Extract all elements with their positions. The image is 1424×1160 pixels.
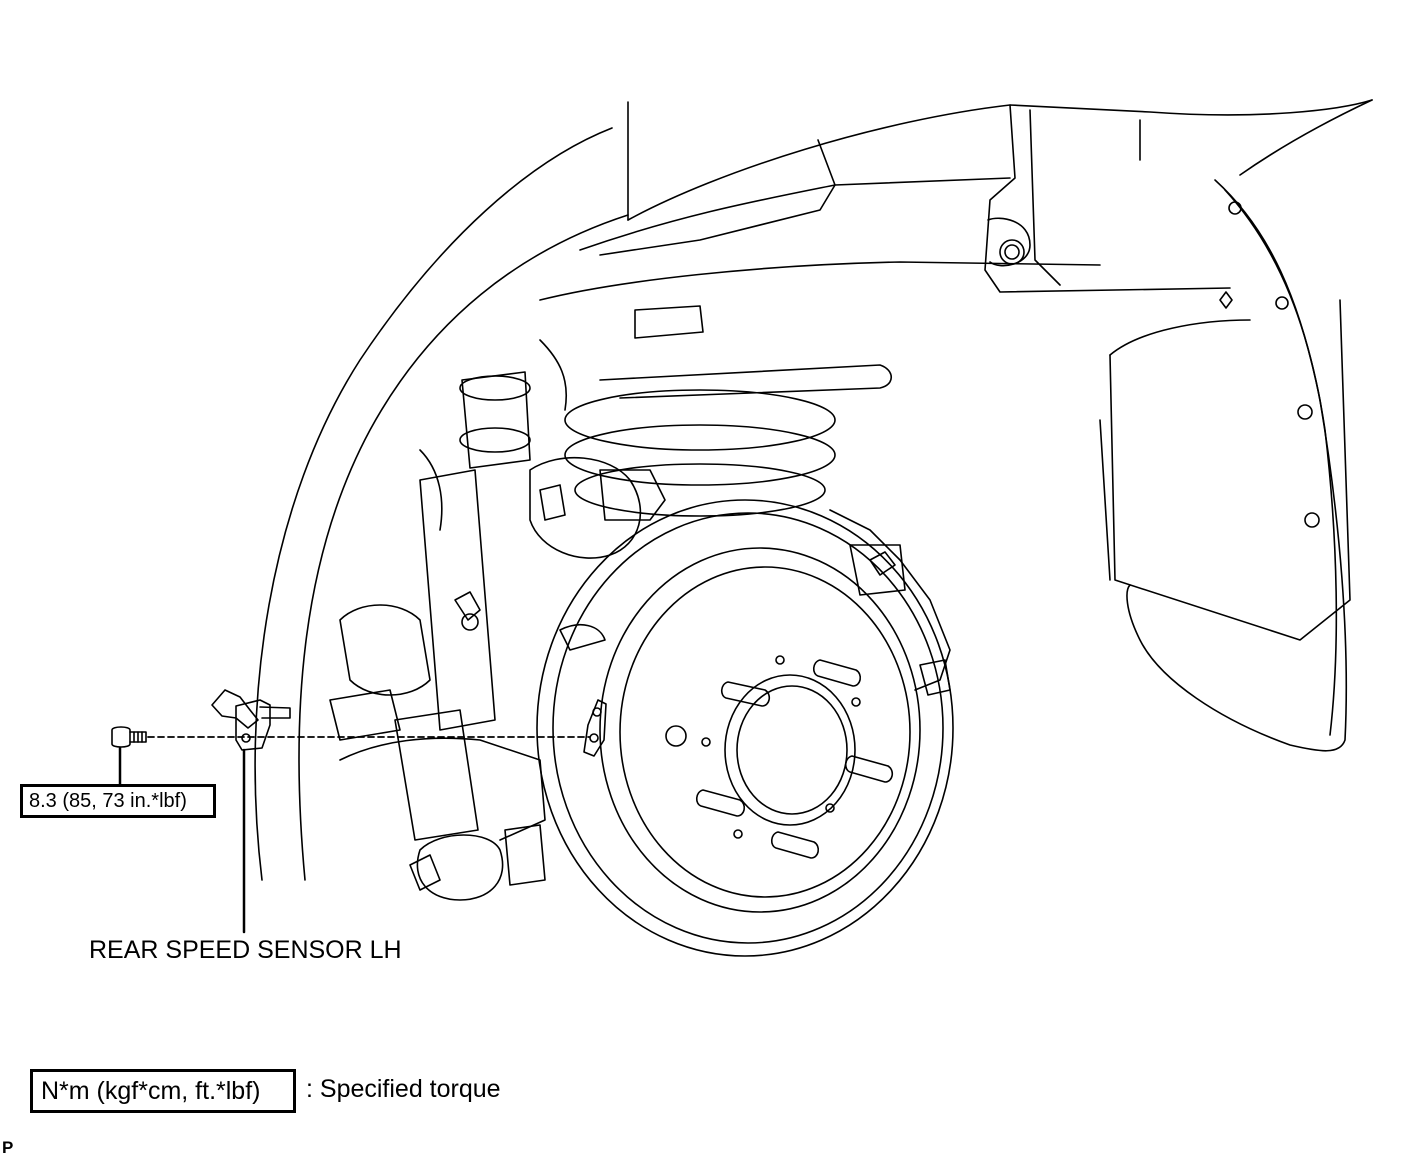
mud-guard	[1099, 179, 1351, 752]
coil-spring	[539, 339, 893, 517]
part-label-rear-speed-sensor: REAR SPEED SENSOR LH	[89, 936, 402, 964]
brake-caliper	[559, 509, 951, 696]
brake-disc	[536, 499, 954, 957]
shock-absorber	[394, 371, 531, 901]
torque-callout: 8.3 (85, 73 in.*lbf)	[20, 784, 216, 818]
legend-unit-box: N*m (kgf*cm, ft.*lbf)	[30, 1069, 296, 1113]
wheel-arch-outline	[254, 99, 1373, 881]
corner-code: P	[2, 1138, 14, 1157]
upper-frame	[539, 104, 1231, 339]
sensor-mount	[583, 699, 607, 757]
wheel-studs	[695, 659, 894, 859]
suspension-arms	[329, 449, 666, 886]
sensor-bolt	[111, 726, 147, 748]
legend-description: : Specified torque	[306, 1075, 501, 1103]
rear-speed-sensor	[211, 689, 291, 751]
